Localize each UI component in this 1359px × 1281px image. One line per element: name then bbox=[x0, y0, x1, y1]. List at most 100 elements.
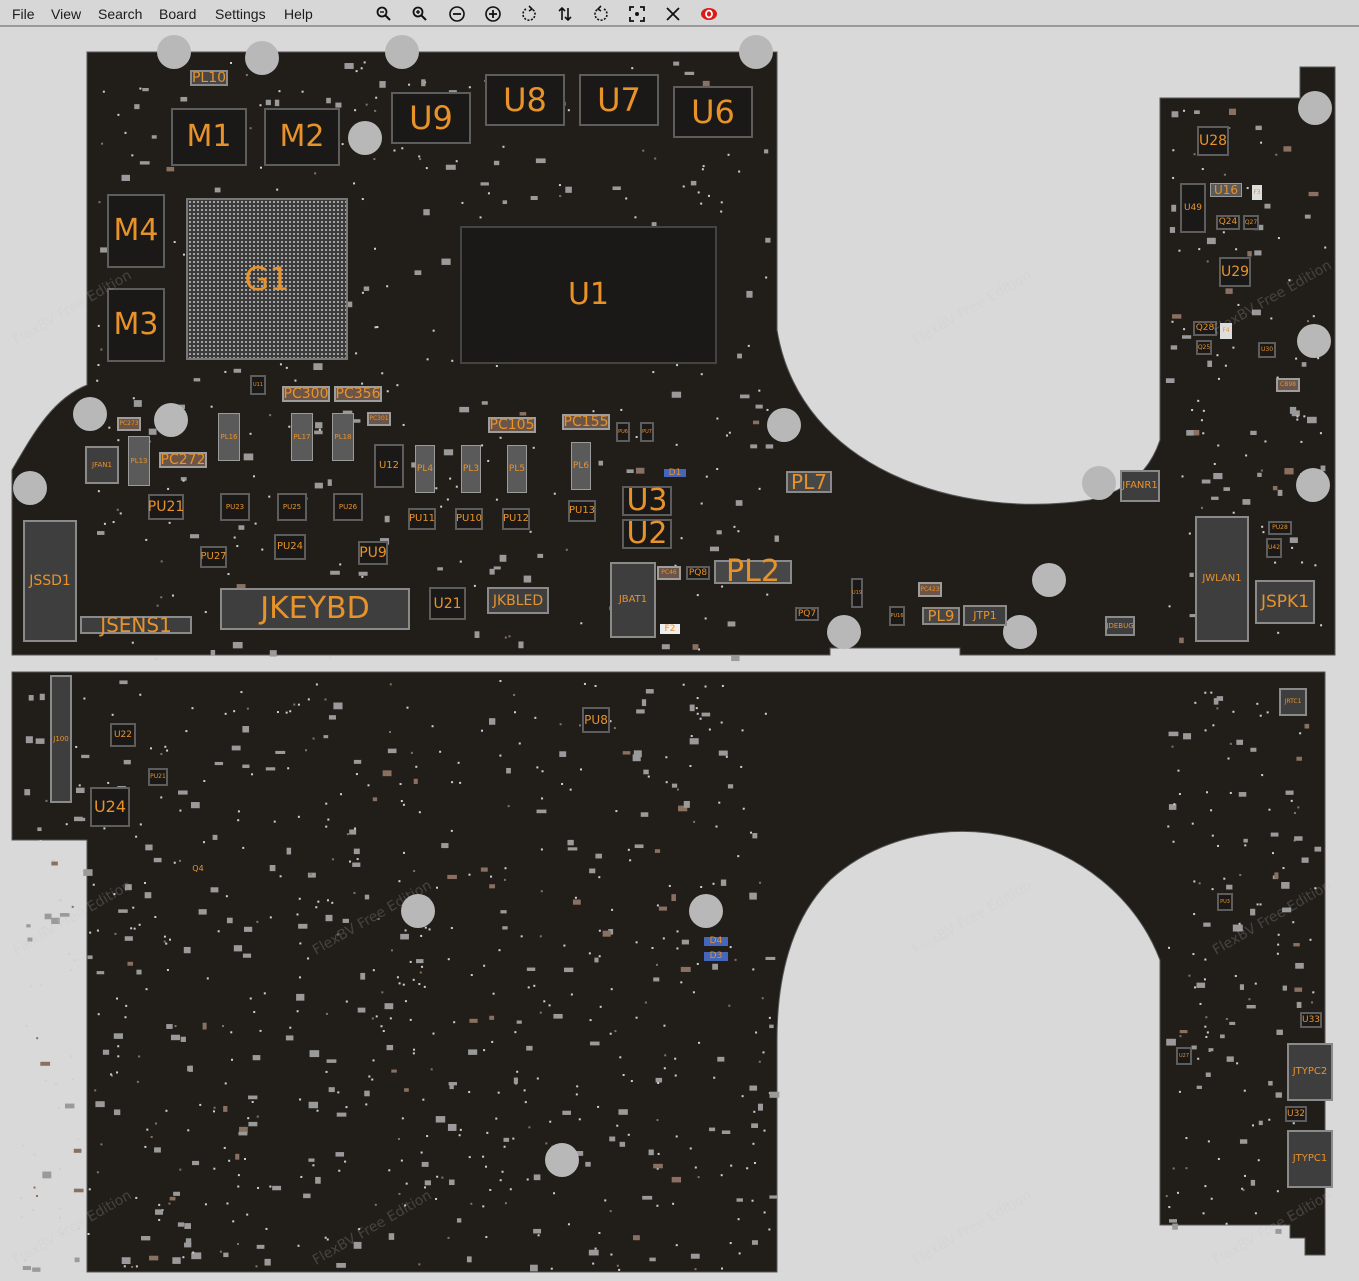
menu-board[interactable]: Board bbox=[159, 6, 197, 22]
menu-settings[interactable]: Settings bbox=[215, 6, 266, 22]
capacitor-PC105[interactable]: PC105 bbox=[488, 417, 536, 433]
capacitor-PC300[interactable]: PC300 bbox=[282, 386, 330, 402]
connector-JSPK1[interactable]: JSPK1 bbox=[1255, 580, 1315, 624]
component-U8[interactable]: U8 bbox=[485, 74, 565, 126]
component-U7[interactable]: U7 bbox=[579, 74, 659, 126]
plus-circle-icon[interactable] bbox=[484, 5, 502, 23]
component-U32[interactable]: U32 bbox=[1285, 1106, 1307, 1122]
inductor-PL17[interactable]: PL17 bbox=[291, 413, 313, 461]
connector-JKEYBD[interactable]: JKEYBD bbox=[220, 588, 410, 630]
diode-D3[interactable]: D3 bbox=[704, 952, 728, 961]
component-M4[interactable]: M4 bbox=[107, 194, 165, 268]
component-U11[interactable]: U11 bbox=[250, 375, 266, 395]
eye-icon[interactable] bbox=[700, 5, 718, 23]
component-U3[interactable]: U3 bbox=[622, 486, 672, 516]
component-U49[interactable]: U49 bbox=[1180, 183, 1206, 233]
minus-circle-icon[interactable] bbox=[448, 5, 466, 23]
component-U30[interactable]: U30 bbox=[1258, 342, 1276, 358]
connector-J100[interactable]: J100 bbox=[50, 675, 72, 803]
capacitor-PC273[interactable]: PC273 bbox=[117, 417, 141, 431]
component-U1[interactable]: U1 bbox=[460, 226, 717, 364]
flip-icon[interactable] bbox=[556, 5, 574, 23]
rotate-cw-icon[interactable] bbox=[592, 5, 610, 23]
connector-JTYPC2[interactable]: JTYPC2 bbox=[1287, 1043, 1333, 1101]
component-G1[interactable]: G1 bbox=[186, 198, 348, 360]
close-icon[interactable] bbox=[664, 5, 682, 23]
capacitor-PC155[interactable]: PC155 bbox=[562, 414, 610, 430]
component-M3[interactable]: M3 bbox=[107, 288, 165, 362]
connector-JFANR1[interactable]: JFANR1 bbox=[1120, 470, 1160, 502]
component-PU7[interactable]: PU7 bbox=[640, 422, 654, 442]
component-PL7[interactable]: PL7 bbox=[786, 471, 832, 493]
component-PU6[interactable]: PU6 bbox=[616, 422, 630, 442]
capacitor-PC356[interactable]: PC356 bbox=[334, 386, 382, 402]
inductor-PL4[interactable]: PL4 bbox=[415, 445, 435, 493]
component-PU12[interactable]: PU12 bbox=[502, 508, 530, 530]
fuse-F2[interactable]: F2 bbox=[660, 624, 680, 634]
component-PU23[interactable]: PU23 bbox=[220, 493, 250, 521]
component-U6[interactable]: U6 bbox=[673, 86, 753, 138]
fuse-F3[interactable]: F3 bbox=[1252, 185, 1262, 200]
component-Q25[interactable]: Q25 bbox=[1196, 340, 1212, 355]
component-PU26[interactable]: PU26 bbox=[333, 493, 363, 521]
component-PL10[interactable]: PL10 bbox=[190, 70, 228, 86]
connector-JSSD1[interactable]: JSSD1 bbox=[23, 520, 77, 642]
component-U27[interactable]: U27 bbox=[1176, 1047, 1192, 1065]
component-Q28[interactable]: Q28 bbox=[1193, 321, 1217, 336]
inductor-PL16[interactable]: PL16 bbox=[218, 413, 240, 461]
inductor-PL13[interactable]: PL13 bbox=[128, 436, 150, 486]
component-PU9[interactable]: PU9 bbox=[358, 541, 388, 565]
component-PU8[interactable]: PU8 bbox=[582, 707, 610, 733]
component-PL2[interactable]: PL2 bbox=[714, 557, 792, 587]
diode-D4[interactable]: D4 bbox=[704, 937, 728, 946]
component-Q4[interactable]: Q4 bbox=[192, 864, 204, 873]
board-canvas[interactable]: M1 M2 U9 U8 U7 U6 M4 M3 G1 U1 U3 U2 PL2 … bbox=[0, 27, 1359, 1281]
menu-help[interactable]: Help bbox=[284, 6, 313, 22]
component-PU21-bottom[interactable]: PU21 bbox=[148, 768, 168, 786]
component-PQ8[interactable]: PQ8 bbox=[686, 566, 710, 580]
fuse-F4[interactable]: F4 bbox=[1220, 323, 1232, 339]
menu-file[interactable]: File bbox=[12, 6, 35, 22]
connector-JTP1[interactable]: JTP1 bbox=[963, 605, 1007, 626]
component-PU16[interactable]: PU16 bbox=[889, 606, 905, 626]
capacitor-PC272[interactable]: PC272 bbox=[159, 452, 207, 468]
menu-view[interactable]: View bbox=[51, 6, 82, 22]
component-PU21[interactable]: PU21 bbox=[148, 494, 184, 520]
component-PU13[interactable]: PU13 bbox=[568, 500, 596, 522]
component-U9[interactable]: U9 bbox=[391, 92, 471, 144]
connector-JRTC1[interactable]: JRTC1 bbox=[1279, 688, 1307, 716]
inductor-PL5[interactable]: PL5 bbox=[507, 445, 527, 493]
component-Q27[interactable]: Q27 bbox=[1243, 215, 1259, 230]
component-PU3[interactable]: PU3 bbox=[1217, 893, 1233, 911]
component-U12[interactable]: U12 bbox=[374, 444, 404, 488]
inductor-PL6[interactable]: PL6 bbox=[571, 442, 591, 490]
zoom-out-icon[interactable] bbox=[375, 5, 393, 23]
component-U28[interactable]: U28 bbox=[1197, 126, 1229, 156]
connector-JKBLED[interactable]: JKBLED bbox=[487, 587, 549, 614]
zoom-in-icon[interactable] bbox=[411, 5, 429, 23]
connector-JDEBUG[interactable]: JDEBUG bbox=[1105, 616, 1135, 636]
menu-search[interactable]: Search bbox=[98, 6, 143, 22]
component-U42[interactable]: U42 bbox=[1266, 538, 1282, 558]
rotate-ccw-icon[interactable] bbox=[520, 5, 538, 23]
capacitor-CB98[interactable]: CB98 bbox=[1276, 378, 1300, 392]
component-PU10[interactable]: PU10 bbox=[455, 508, 483, 530]
component-U33[interactable]: U33 bbox=[1300, 1012, 1322, 1028]
component-PQ7[interactable]: PQ7 bbox=[795, 607, 819, 621]
connector-JFAN1[interactable]: JFAN1 bbox=[85, 446, 119, 484]
component-PU27[interactable]: PU27 bbox=[200, 546, 227, 568]
diode-D1[interactable]: D1 bbox=[664, 468, 686, 477]
component-PU24[interactable]: PU24 bbox=[274, 534, 306, 560]
inductor-PL18[interactable]: PL18 bbox=[332, 413, 354, 461]
connector-JSENS1[interactable]: JSENS1 bbox=[80, 615, 192, 635]
capacitor-PC301[interactable]: PC301 bbox=[367, 412, 391, 426]
component-U19[interactable]: U19 bbox=[851, 578, 863, 608]
component-M2[interactable]: M2 bbox=[264, 108, 340, 166]
component-Q24[interactable]: Q24 bbox=[1216, 215, 1240, 230]
component-M1[interactable]: M1 bbox=[171, 108, 247, 166]
component-U21[interactable]: U21 bbox=[429, 587, 466, 620]
fit-view-icon[interactable] bbox=[628, 5, 646, 23]
component-PU11[interactable]: PU11 bbox=[408, 508, 436, 530]
component-U29[interactable]: U29 bbox=[1219, 257, 1251, 287]
component-PU25[interactable]: PU25 bbox=[277, 493, 307, 521]
